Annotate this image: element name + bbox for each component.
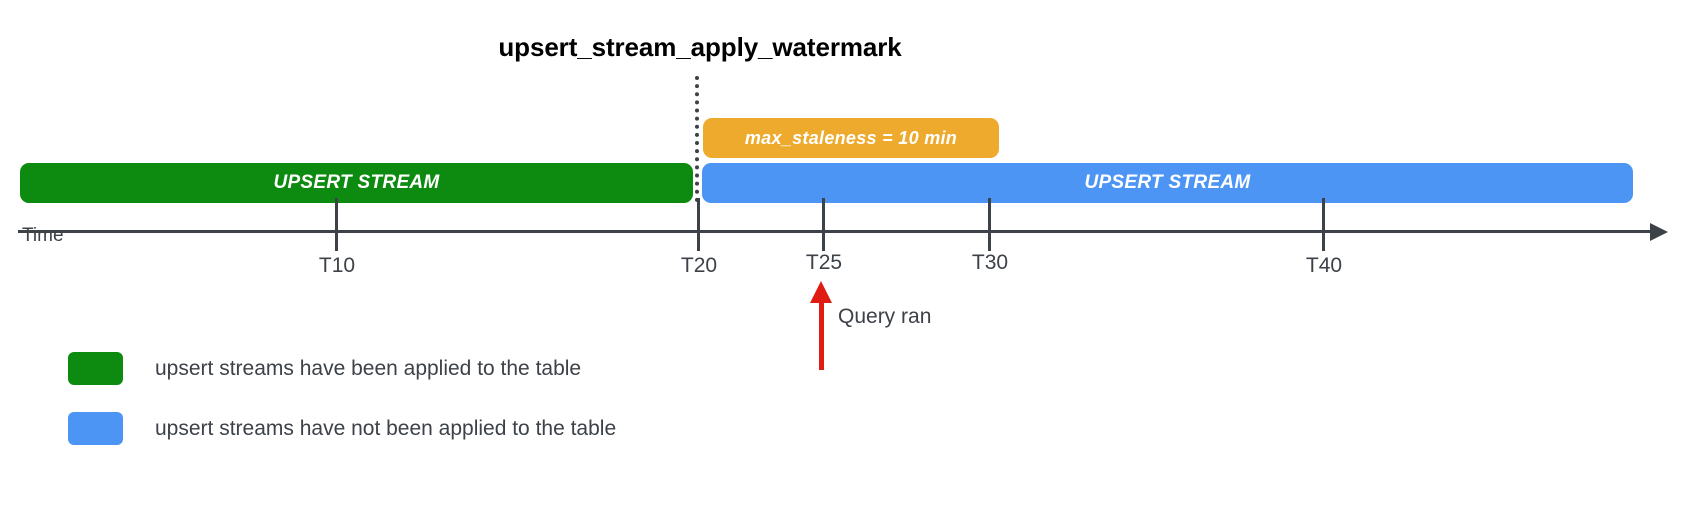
axis-tick-label-t30: T30 xyxy=(971,251,1009,274)
query-ran-label: Query ran xyxy=(838,305,932,328)
max-staleness-bar: max_staleness = 10 min xyxy=(703,118,999,158)
time-axis-line xyxy=(18,230,1655,233)
legend-label-applied: upsert streams have been applied to the … xyxy=(155,356,582,380)
query-ran-arrow-icon xyxy=(810,281,832,303)
upsert-stream-not-applied-label: UPSERT STREAM xyxy=(1084,172,1251,193)
axis-tick-t20 xyxy=(697,198,700,251)
legend-swatch-blue xyxy=(68,412,123,445)
watermark-dotted-line xyxy=(695,76,699,202)
legend-item-applied: upsert streams have been applied to the … xyxy=(68,352,581,385)
upsert-stream-applied-label: UPSERT STREAM xyxy=(273,172,440,193)
axis-tick-t40 xyxy=(1322,198,1325,251)
query-ran-arrow-shaft xyxy=(819,300,824,370)
legend-swatch-green xyxy=(68,352,123,385)
max-staleness-label: max_staleness = 10 min xyxy=(744,127,958,148)
axis-tick-t30 xyxy=(988,198,991,251)
axis-tick-t10 xyxy=(335,198,338,251)
legend-item-not-applied: upsert streams have not been applied to … xyxy=(68,412,616,445)
time-axis-label: Time xyxy=(22,225,64,246)
axis-tick-label-t20: T20 xyxy=(680,254,718,277)
time-axis-arrow-icon xyxy=(1650,223,1668,241)
upsert-stream-not-applied-bar: UPSERT STREAM xyxy=(702,163,1633,203)
page-title: upsert_stream_apply_watermark xyxy=(498,32,902,62)
axis-tick-t25 xyxy=(822,198,825,251)
legend-label-not-applied: upsert streams have not been applied to … xyxy=(155,416,617,440)
axis-tick-label-t25: T25 xyxy=(805,251,843,274)
axis-tick-label-t10: T10 xyxy=(318,254,356,277)
upsert-stream-applied-bar: UPSERT STREAM xyxy=(20,163,693,203)
axis-tick-label-t40: T40 xyxy=(1305,254,1343,277)
